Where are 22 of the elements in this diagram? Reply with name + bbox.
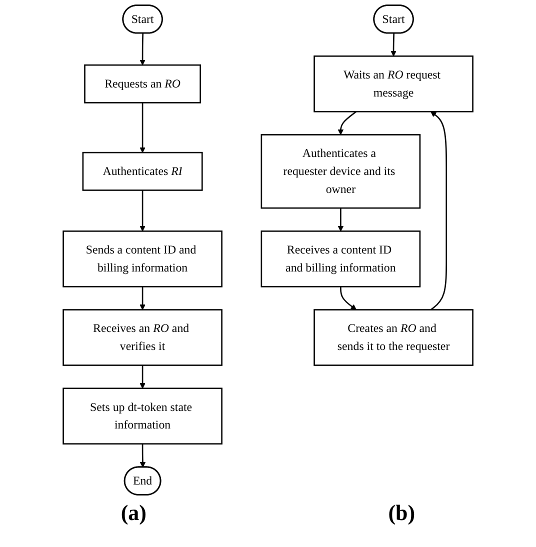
- node-box: Receives an RO and verifies it: [62, 309, 222, 366]
- arrow: [140, 286, 146, 310]
- arrow: [140, 33, 146, 66]
- panel-label: (a): [120, 500, 147, 526]
- arrow: [140, 102, 146, 153]
- arrow: [340, 286, 356, 310]
- arrow: [338, 111, 357, 135]
- node-box: Creates an RO and sends it to the requester: [314, 309, 474, 366]
- arrow: [430, 111, 447, 310]
- arrow: [140, 190, 146, 232]
- node-box: Requests an RO: [84, 64, 201, 104]
- node-box: Authenticates RI: [82, 152, 203, 191]
- panel-label: (b): [388, 500, 416, 526]
- node-box: Sets up dt-token state information: [62, 388, 222, 444]
- arrow: [140, 365, 146, 389]
- arrow: [338, 208, 344, 232]
- arrow: [390, 33, 396, 56]
- node-box: Receives a content ID and billing information: [260, 230, 421, 288]
- node-box: Authenticates a requester device and its owner: [260, 134, 421, 209]
- arrow: [140, 444, 146, 468]
- node-box: Sends a content ID and billing information: [62, 230, 222, 288]
- node-box: Waits an RO request message: [314, 55, 474, 112]
